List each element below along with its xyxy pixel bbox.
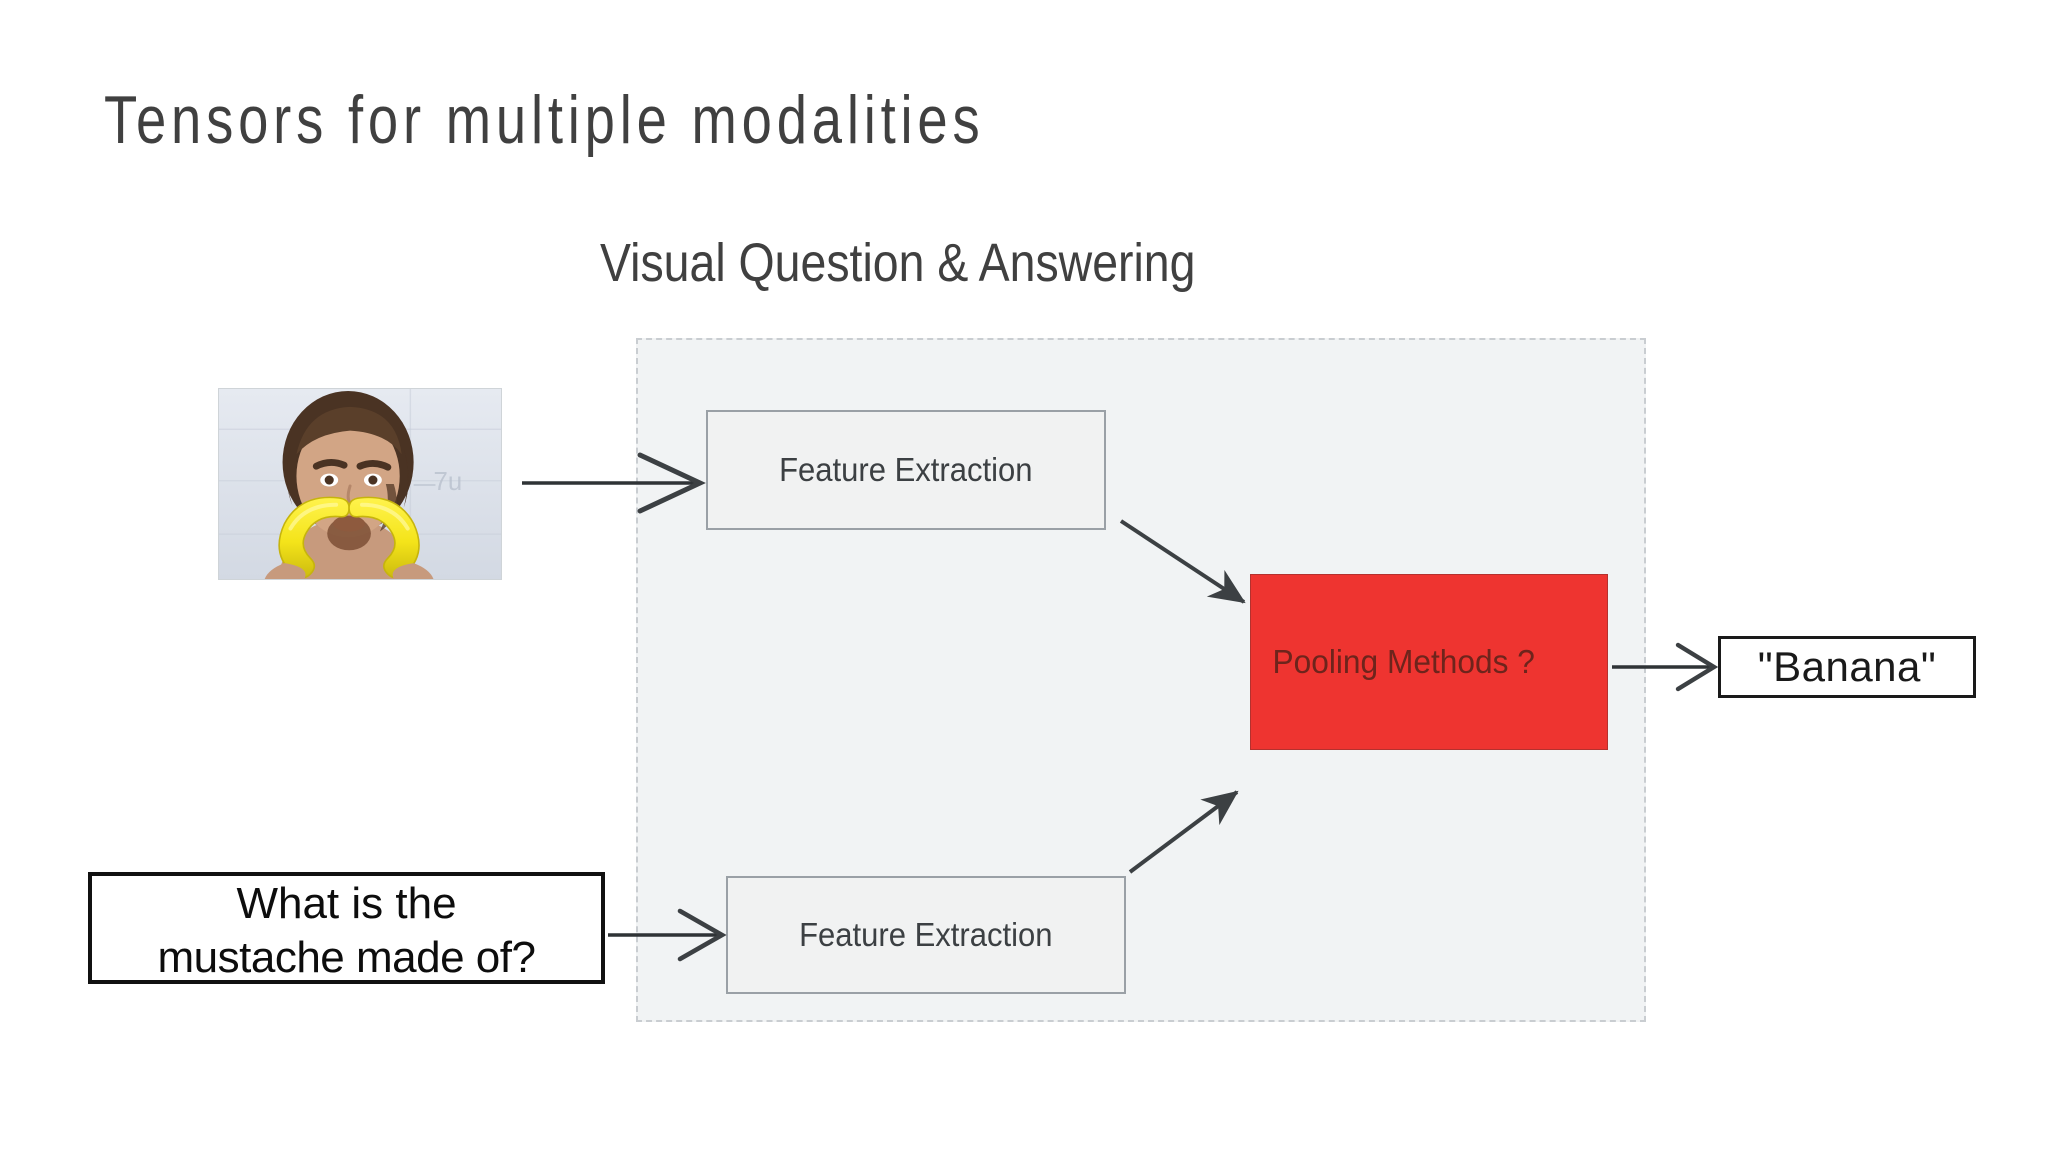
banana-mustache-photo-icon: 7u (219, 389, 501, 579)
page-subtitle: Visual Question & Answering (600, 233, 1196, 293)
question-line-1: What is the (236, 879, 457, 928)
feature-extraction-image-label: Feature Extraction (779, 451, 1033, 488)
feature-extraction-image-box[interactable]: Feature Extraction (706, 410, 1106, 530)
svg-text:7u: 7u (433, 468, 462, 496)
pooling-methods-box[interactable]: Pooling Methods ? (1250, 574, 1608, 750)
feature-extraction-text-label: Feature Extraction (799, 916, 1053, 953)
input-image-thumbnail: 7u (218, 388, 502, 580)
pooling-methods-label: Pooling Methods ? (1272, 643, 1535, 680)
question-line-2: mustache made of? (157, 933, 536, 982)
feature-extraction-text-box[interactable]: Feature Extraction (726, 876, 1126, 994)
page-title: Tensors for multiple modalities (104, 82, 985, 158)
answer-output-box: "Banana" (1718, 636, 1976, 698)
question-input-box: What is the mustache made of? (88, 872, 605, 984)
answer-output-label: "Banana" (1757, 643, 1937, 690)
